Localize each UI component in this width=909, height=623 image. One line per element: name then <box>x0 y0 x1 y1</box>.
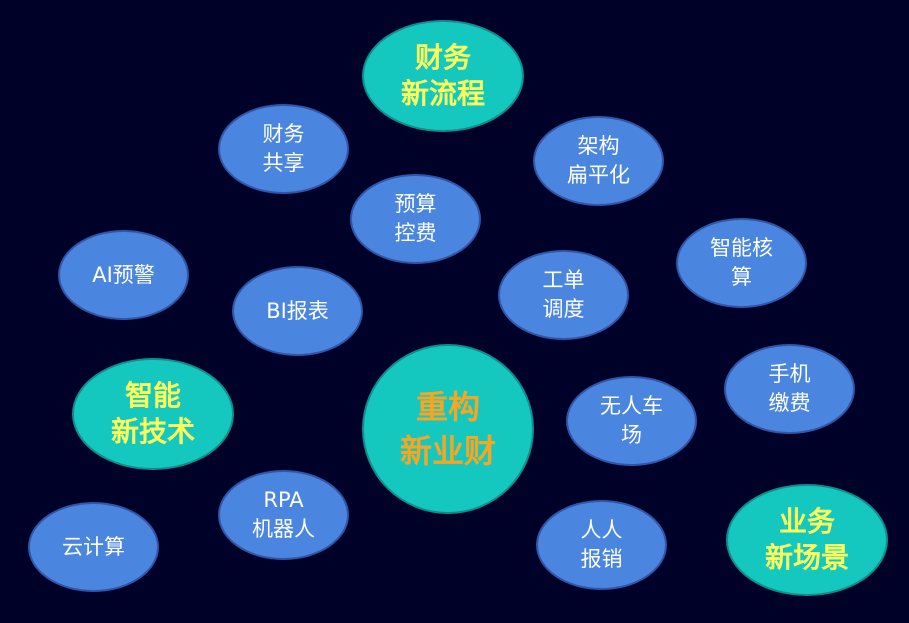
bubble-line: 新流程 <box>400 77 485 110</box>
bubble-line: 预算 <box>394 192 437 216</box>
bubble-personal-expense: 人人 报销 <box>536 500 667 590</box>
bubble-unmanned-parking: 无人车 场 <box>566 376 697 466</box>
bubble-line: 架构 <box>577 134 620 158</box>
bubble-ai-alert: AI预警 <box>58 230 189 320</box>
bubble-flat-structure: 架构 扁平化 <box>533 116 664 206</box>
bubble-line: BI报表 <box>266 298 329 323</box>
bubble-line: 财务 <box>414 41 471 74</box>
bubble-line: 智能 <box>124 379 181 412</box>
bubble-line: 工单 <box>542 268 585 292</box>
bubble-line: 扁平化 <box>567 163 630 187</box>
bubble-line: RPA <box>263 488 304 512</box>
bubble-line: 算 <box>731 265 752 289</box>
bubble-line: 手机 <box>768 362 811 386</box>
bubble-line: 机器人 <box>252 517 315 541</box>
bubble-line: 报销 <box>580 547 623 571</box>
bubble-line: 重构 <box>415 388 480 426</box>
bubble-bi-report: BI报表 <box>232 266 363 356</box>
bubble-budget-control: 预算 控费 <box>350 174 481 264</box>
bubble-line: 新场景 <box>764 541 849 574</box>
bubble-line: 业务 <box>778 505 835 538</box>
bubble-line: 财务 <box>262 122 305 146</box>
bubble-cloud-computing: 云计算 <box>28 502 159 592</box>
bubble-rpa-robot: RPA 机器人 <box>218 470 349 560</box>
bubble-finance-process: 财务 新流程 <box>362 20 524 132</box>
bubble-work-order: 工单 调度 <box>498 250 629 340</box>
bubble-smart-tech: 智能 新技术 <box>72 358 234 470</box>
bubble-line: 缴费 <box>768 391 811 415</box>
bubble-line: 调度 <box>542 297 585 321</box>
bubble-line: 控费 <box>394 221 437 245</box>
bubble-line: 新业财 <box>399 432 496 470</box>
bubble-line: 场 <box>621 423 642 447</box>
bubble-rebuild-center: 重构 新业财 <box>362 344 534 514</box>
bubble-line: 新技术 <box>110 415 195 448</box>
bubble-smart-accounting: 智能核 算 <box>676 218 807 308</box>
bubble-line: 云计算 <box>62 534 125 559</box>
bubble-mobile-payment: 手机 缴费 <box>724 344 855 434</box>
bubble-line: AI预警 <box>92 262 155 287</box>
bubble-line: 智能核 <box>710 236 773 260</box>
bubble-line: 人人 <box>580 518 623 542</box>
bubble-finance-shared: 财务 共享 <box>218 104 349 194</box>
bubble-business-scene: 业务 新场景 <box>726 484 888 596</box>
bubble-line: 共享 <box>262 151 305 175</box>
bubble-line: 无人车 <box>600 394 663 418</box>
